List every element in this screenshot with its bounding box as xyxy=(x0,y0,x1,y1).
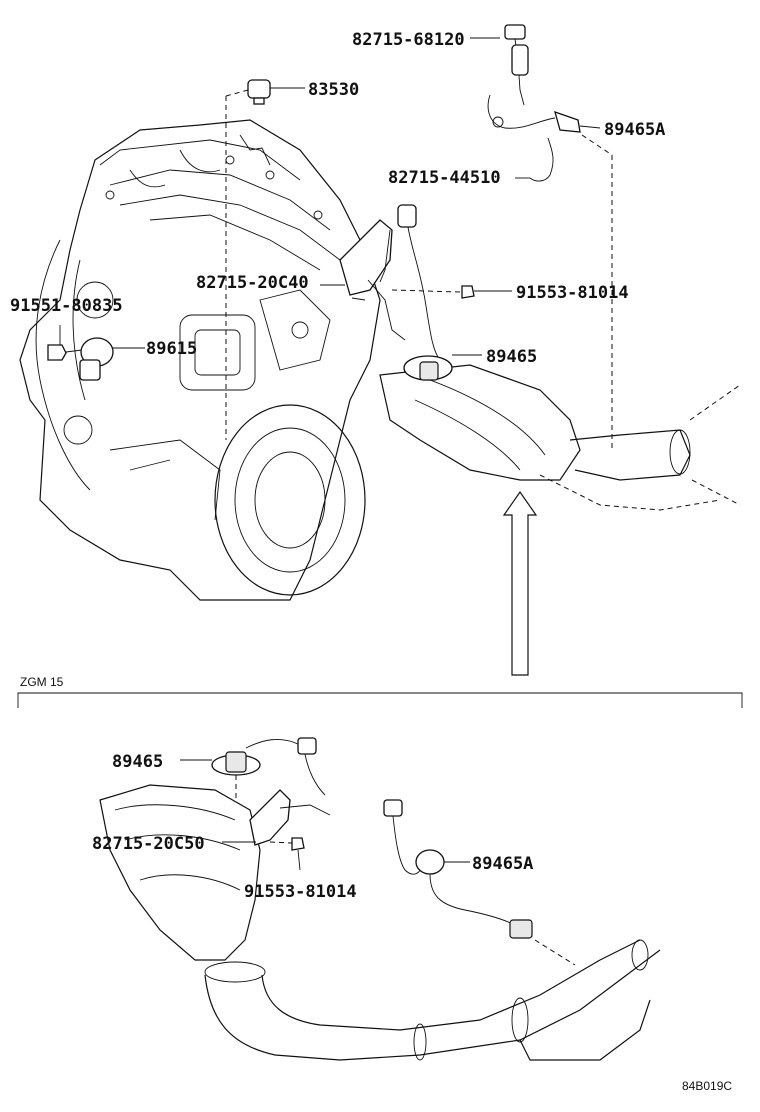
engine-illustration xyxy=(19,119,381,601)
label-83530: 83530 xyxy=(308,80,359,100)
oil-pressure-switch-part xyxy=(225,79,305,440)
diagram-code: 84B019C xyxy=(682,1079,732,1093)
oxygen-sensor-A-lower-part xyxy=(383,799,576,966)
leader-lines-upper xyxy=(379,37,472,283)
oxygen-sensor-upper-part xyxy=(397,204,482,381)
sensor-bracket-lower-part xyxy=(222,789,331,871)
direction-arrow xyxy=(502,490,538,676)
label-89615: 89615 xyxy=(146,339,197,359)
label-82715-20C40: 82715-20C40 xyxy=(196,273,309,293)
label-91553-81014-lower: 91553-81014 xyxy=(244,882,357,902)
label-91553-81014-upper: 91553-81014 xyxy=(516,283,629,303)
exhaust-upper-illustration xyxy=(379,364,741,511)
label-91551-80835: 91551-80835 xyxy=(10,296,123,316)
sensor-bracket-upper-part xyxy=(320,219,512,341)
label-89465A-upper: 89465A xyxy=(604,120,665,140)
label-89465A-lower: 89465A xyxy=(472,854,533,874)
section-label: ZGM 15 xyxy=(20,675,64,689)
section-divider xyxy=(17,692,743,708)
oxygen-sensor-lower-part xyxy=(180,737,326,800)
label-82715-20C50: 82715-20C50 xyxy=(92,834,205,854)
exhaust-manifold-lower-illustration xyxy=(99,784,661,1061)
label-89465-lower: 89465 xyxy=(112,752,163,772)
label-82715-68120: 82715-68120 xyxy=(352,30,465,50)
oxygen-sensor-A-upper-part xyxy=(470,24,613,450)
label-89465-upper: 89465 xyxy=(486,347,537,367)
label-82715-44510: 82715-44510 xyxy=(388,168,501,188)
knock-sensor-part xyxy=(47,325,145,381)
